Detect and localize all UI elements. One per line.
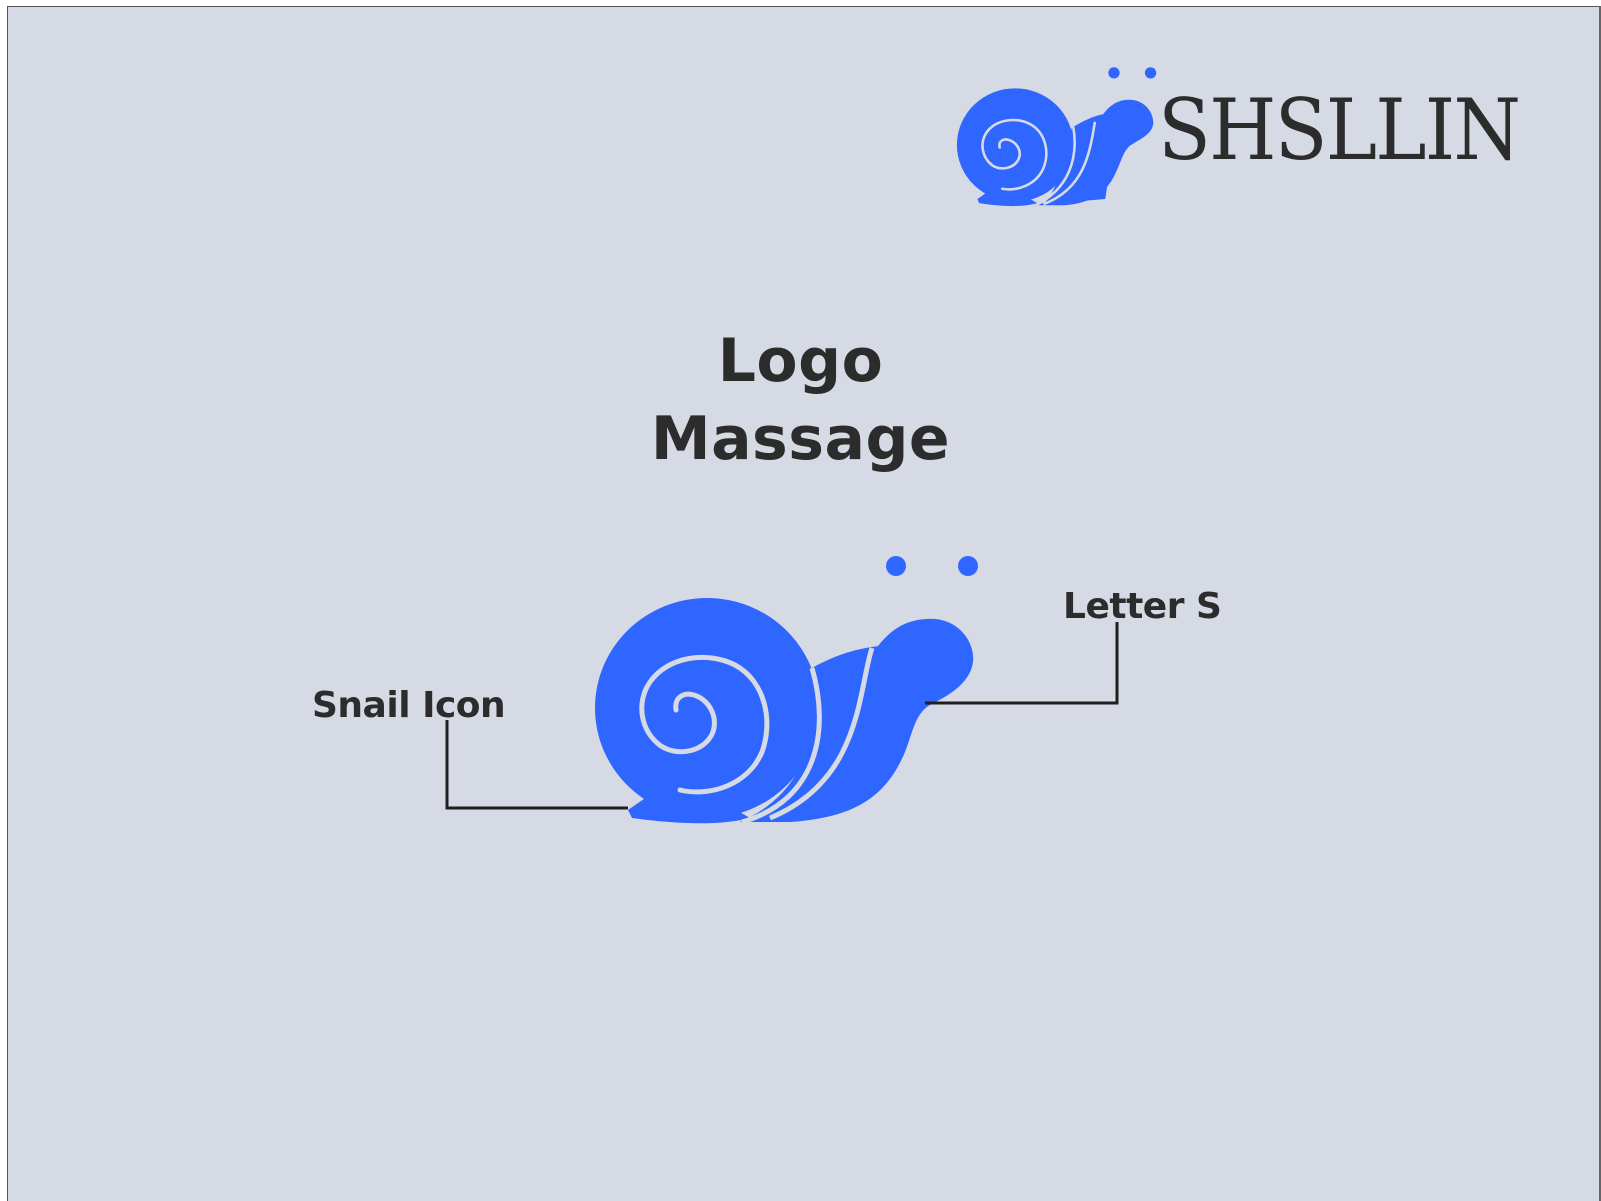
shell-spiral-icon xyxy=(639,654,770,795)
title-line-2: Massage xyxy=(650,404,951,474)
brand-wordmark: SHSLLIN xyxy=(1158,81,1521,179)
snail-icon-callout-line xyxy=(445,720,628,810)
title-line-1: Logo xyxy=(717,326,884,396)
slide-title: Logo Massage xyxy=(0,322,1601,478)
eye-dot-right-icon xyxy=(958,556,978,576)
eye-dot-left-icon xyxy=(886,556,906,576)
header-snail-logo-icon xyxy=(956,67,1157,207)
snail-logo-icon xyxy=(595,556,978,825)
letter-s-callout-line xyxy=(925,622,1119,705)
snail-icon-label: Snail Icon xyxy=(312,685,506,726)
slide-canvas xyxy=(7,6,1601,1201)
letter-s-label: Letter S xyxy=(1063,586,1222,627)
